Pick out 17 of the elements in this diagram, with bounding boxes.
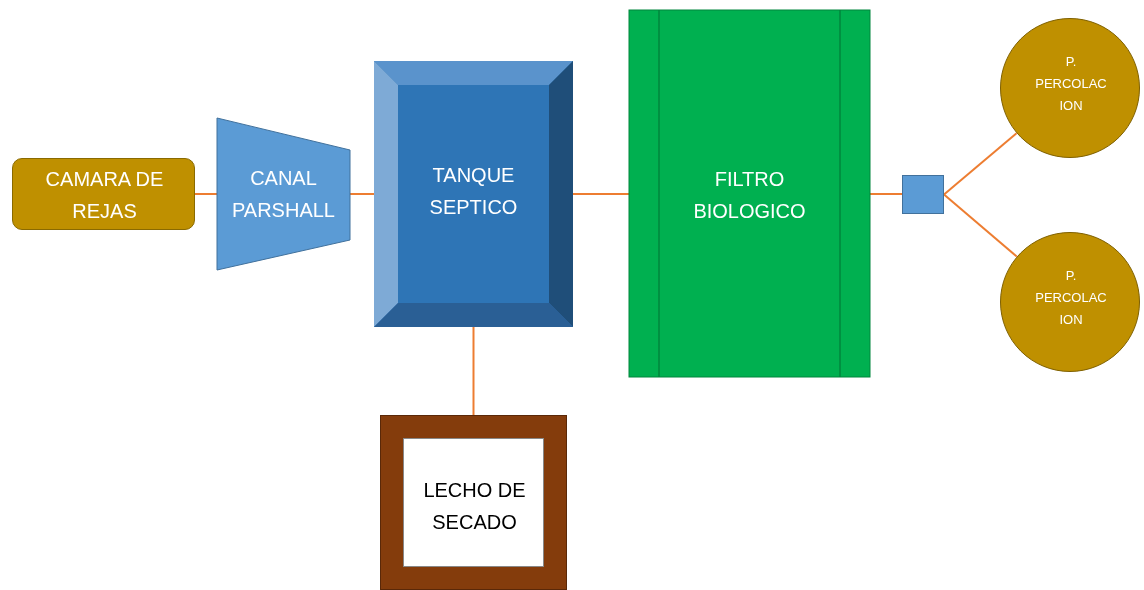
node-label: P. PERCOLACION <box>1035 53 1107 115</box>
node-label: CANAL PARSHALL <box>231 166 336 223</box>
connector-line <box>943 193 1018 258</box>
node-label: TANQUE SEPTICO <box>428 163 519 220</box>
connector-line <box>349 193 375 195</box>
node-label: FILTRO BIOLOGICO <box>692 167 807 224</box>
drying-bed-frame <box>380 415 567 590</box>
connector-line <box>572 193 630 195</box>
node-label: LECHO DE SECADO <box>422 478 527 535</box>
process-box <box>12 158 195 230</box>
connector-line <box>869 193 903 195</box>
connector-line <box>194 193 218 195</box>
junction-box <box>902 175 944 214</box>
connector-line <box>472 326 475 416</box>
connector-line <box>943 132 1018 196</box>
node-label: CAMARA DE REJAS <box>44 167 165 224</box>
node-label: P. PERCOLACION <box>1035 267 1107 329</box>
